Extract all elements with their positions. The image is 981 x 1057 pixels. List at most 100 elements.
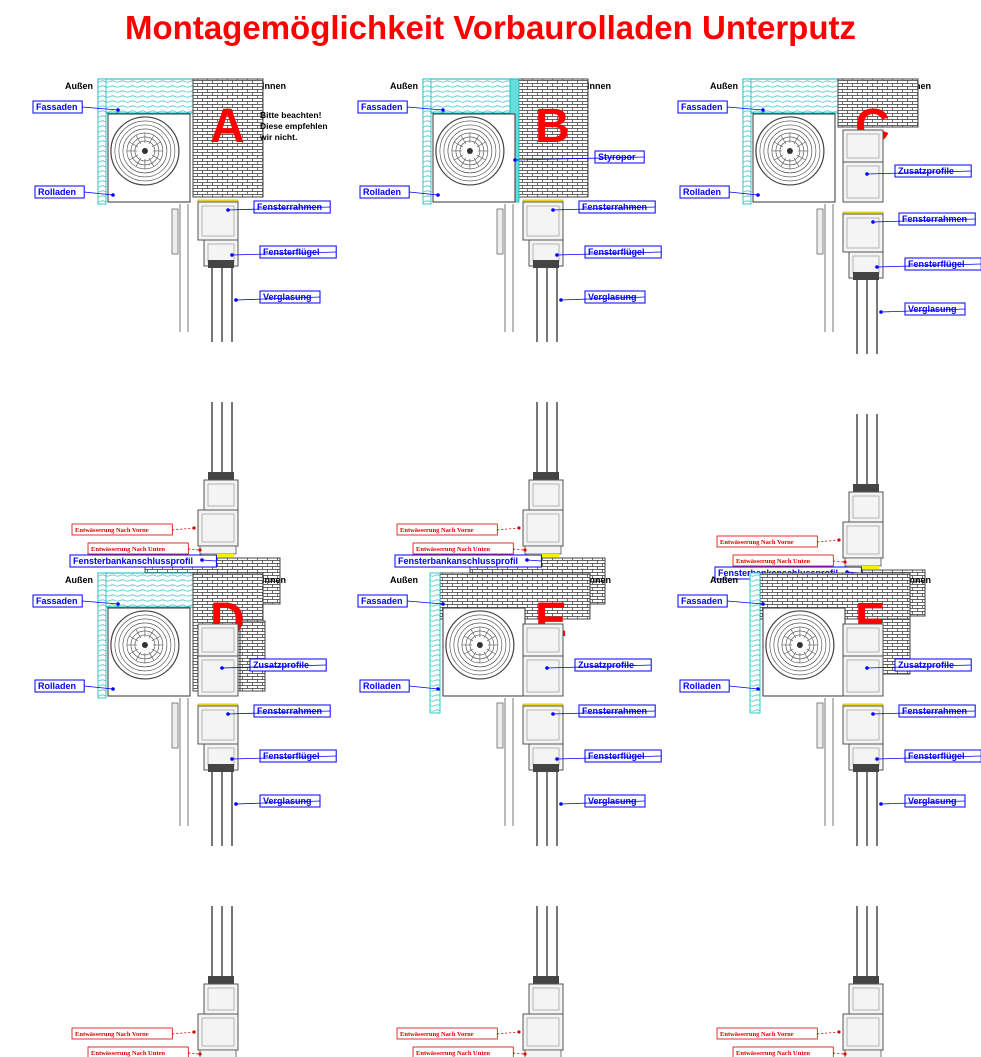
warning-note-line: Bitte beachten! [260,110,322,120]
roller-spoke [483,629,490,639]
label-glazing-dot [234,298,238,302]
label-sill-profile-dot [200,558,204,562]
variant-letter: B [535,100,570,153]
sash-profile-bottom [528,983,564,1015]
label-shutter: Rolladen [38,187,76,197]
label-shutter-dot [111,193,115,197]
additional-profile-lower-inner [846,659,880,693]
label-drain-down-leader [833,560,846,563]
label-frame-leader [227,710,331,715]
label-frame-dot [871,712,875,716]
label-glazing-leader [880,800,966,805]
label-drain-down-leader [513,548,526,551]
label-shutter: Rolladen [683,187,721,197]
label-facade-leader [82,600,119,605]
sill-connection-profile [844,557,882,567]
label-frame: Fensterrahmen [902,706,967,716]
label-shutter-dot [111,687,115,691]
label-drain-front-box [71,1027,173,1040]
label-drain-front-dot [517,1030,521,1034]
label-facade: Fassaden [36,102,78,112]
roller-spoke [473,157,480,167]
roller-spoke [803,651,810,661]
roller-ring [765,610,835,680]
label-glazing-dot [234,802,238,806]
label-sash-dot [555,253,559,257]
label-drain-down: Entwässerung Nach Unten [736,558,810,565]
label-shutter-dot [436,687,440,691]
roller-spoke [796,154,806,161]
label-drain-down-dot [843,560,847,564]
label-shutter-dot [436,193,440,197]
label-facade: Fassaden [361,102,403,112]
label-sash: Fensterflügel [908,751,965,761]
label-facade: Fassaden [681,596,723,606]
roller-spoke [135,135,142,145]
roller-spoke [803,629,810,639]
label-shutter: Rolladen [363,187,401,197]
label-drain-front: Entwässerung Nach Vorne [75,527,149,534]
gasket-bottom [847,566,879,569]
label-outside: Außen [65,81,93,91]
label-drain-down-leader [513,1052,526,1055]
label-glazing-dot [559,802,563,806]
label-additional-profile: Zusatzprofile [253,660,309,670]
roller-spoke [148,135,155,145]
roller-axle [141,147,148,154]
sash-profile-bottom-inner [532,483,560,507]
roller-spoke [454,141,464,148]
label-sill-profile-dot [525,558,529,562]
sash-profile-bottom-inner [852,495,880,519]
label-shutter-leader [729,191,759,196]
label-drain-front-leader [817,1031,840,1035]
frame-profile-bottom [842,521,884,559]
roller-spoke [774,141,784,148]
label-sash-leader [876,263,981,268]
label-shutter: Rolladen [683,681,721,691]
frame-profile-bottom-inner [201,513,235,543]
additional-profile-upper [197,623,239,657]
additional-profile-lower [522,655,564,697]
label-frame-dot [551,712,555,716]
additional-profile-upper-inner [201,627,235,653]
glazing-seal-bottom [853,484,879,492]
facade-layer [422,78,519,114]
roller-ring [763,124,817,178]
roller-spoke [483,651,490,661]
label-drain-front: Entwässerung Nach Vorne [75,1031,149,1038]
roller-ring [447,128,493,174]
roller-spoke [129,635,139,642]
frame-profile-bottom-inner [526,513,560,543]
roller-spoke [148,629,155,639]
label-drain-front-box [716,535,818,548]
label-additional-profile: Zusatzprofile [898,166,954,176]
brick-wall [837,78,919,128]
label-drain-front-box [71,523,173,536]
label-additional-profile-leader [866,664,972,669]
glazing-seal-bottom [853,976,879,984]
label-facade-dot [441,602,445,606]
label-drain-front-box [396,523,498,536]
roller-spoke [464,648,474,655]
page-title: Montagemöglichkeit Vorbaurolladen Unterp… [125,9,856,46]
glazing-seal [533,260,559,268]
roller-ring [457,622,503,668]
label-facade-leader [727,106,764,111]
additional-profile-lower-inner [201,659,235,693]
label-drain-down-dot [843,1052,847,1056]
label-glazing-leader [560,296,646,301]
facade-strip [97,78,107,205]
glazing-seal [853,272,879,280]
label-drain-down-box [87,542,189,555]
label-additional-profile-dot [865,172,869,176]
glazing-seal-bottom [533,976,559,984]
glazing-seal [853,764,879,772]
roller-ring [759,120,821,182]
label-additional-profile-dot [220,666,224,670]
additional-profile-upper-inner [526,627,560,653]
frame-profile-bottom-inner [201,1017,235,1047]
label-additional-profile-leader [866,170,972,175]
label-sash: Fensterflügel [263,751,320,761]
